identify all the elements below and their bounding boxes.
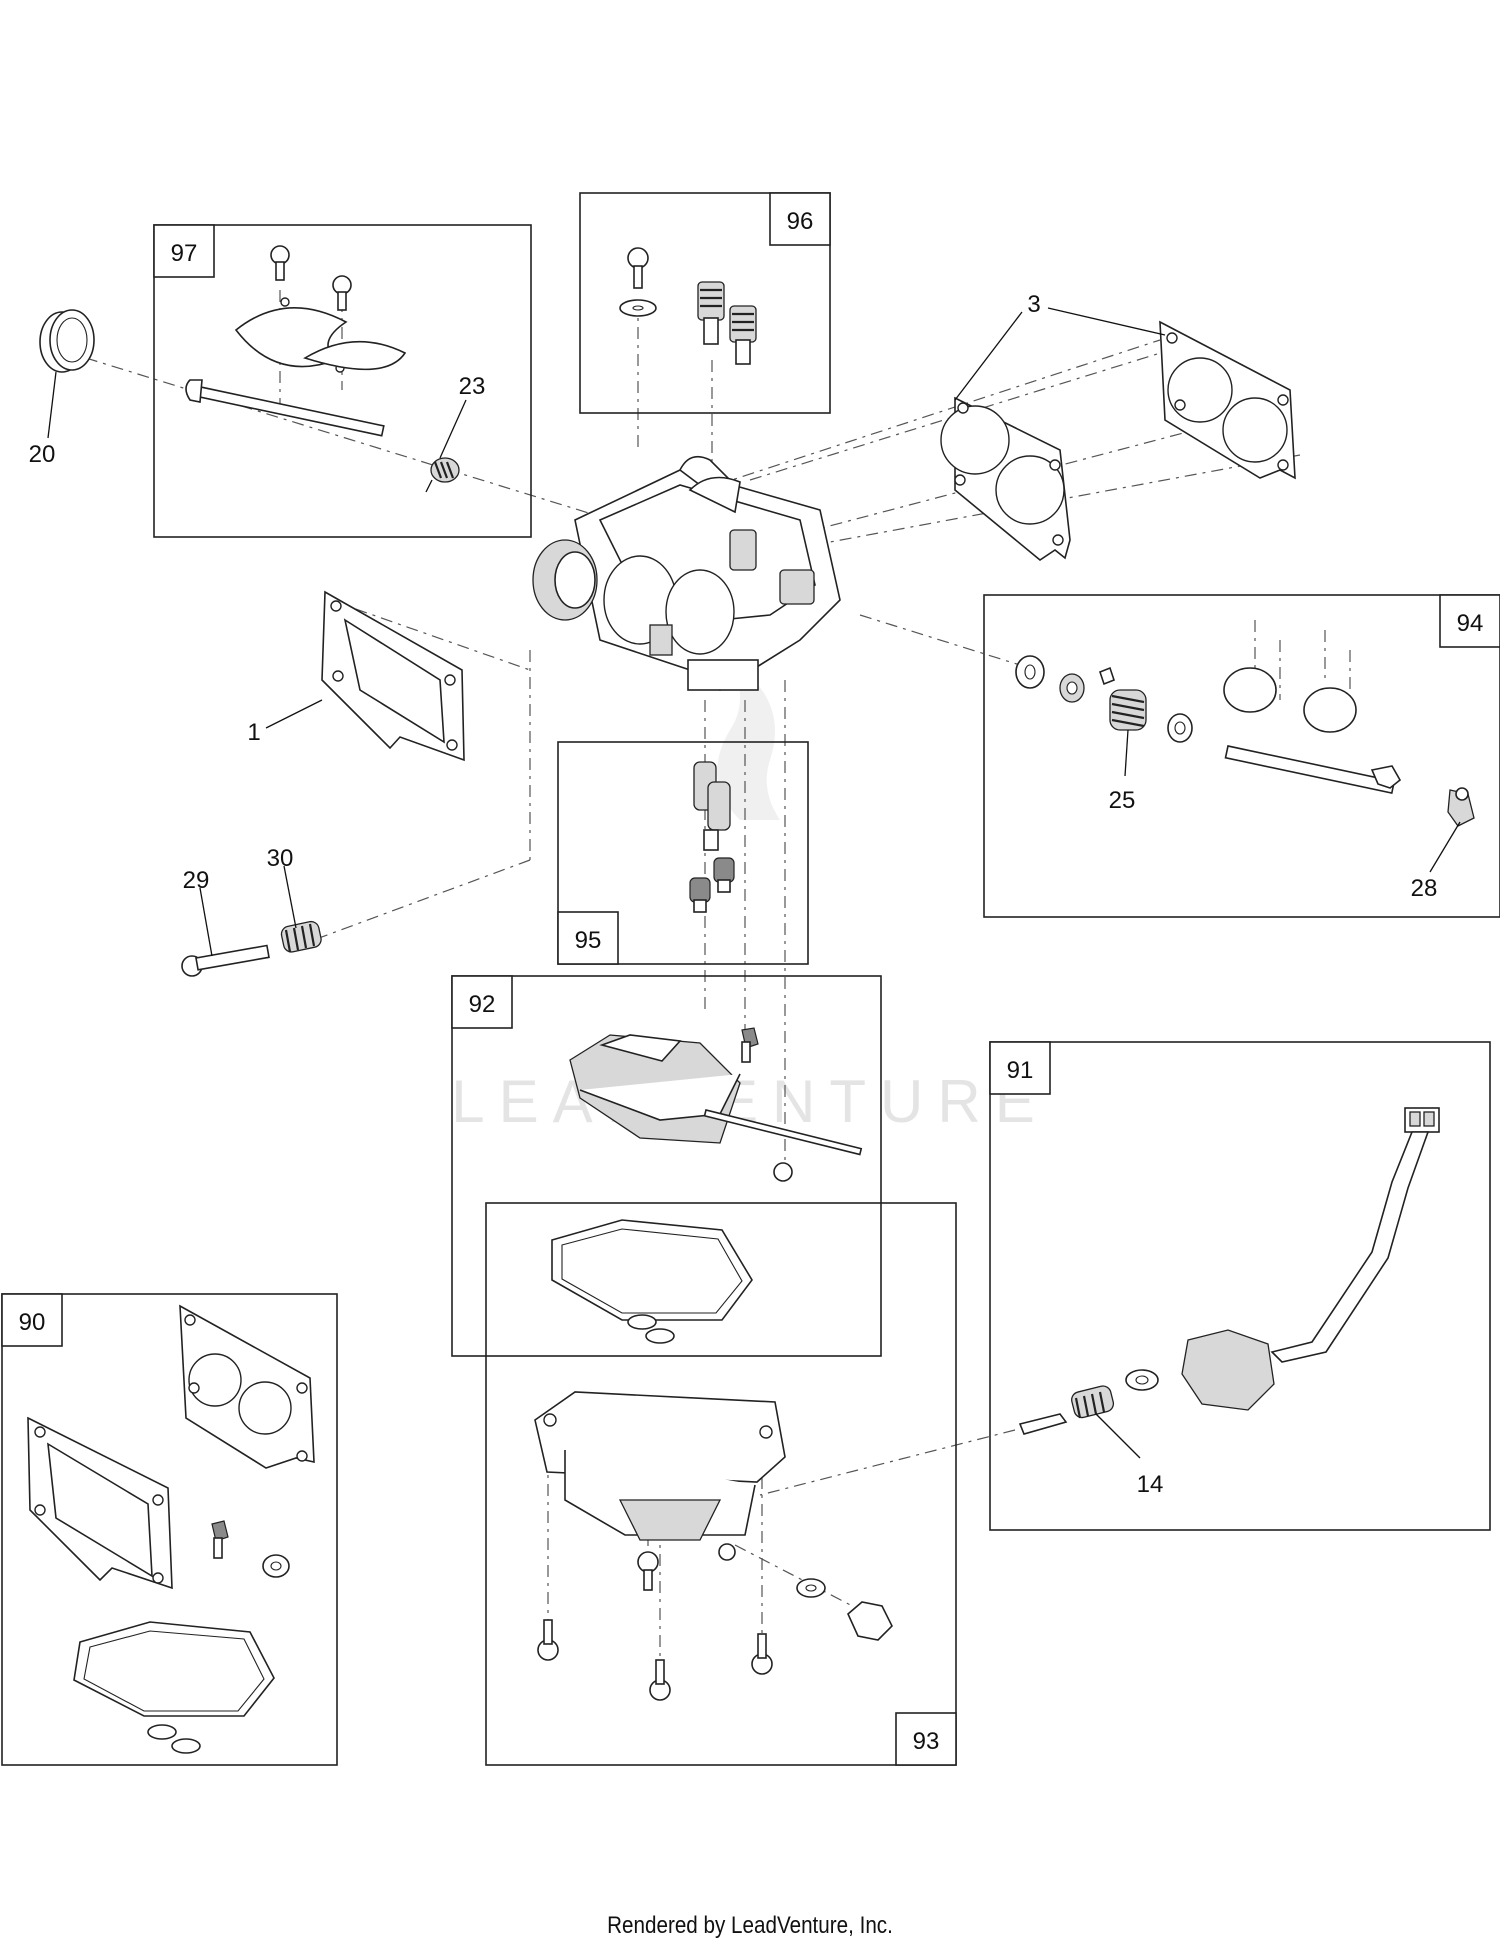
part-30-spring — [280, 920, 322, 953]
callout-1-label: 1 — [247, 719, 260, 746]
kit-92-tag-frame — [451, 975, 513, 1029]
kit-90-tag-frame — [1, 1293, 63, 1347]
kit-90-tag: 90 — [19, 1309, 46, 1336]
jet — [697, 281, 725, 321]
part-3-gaskets — [940, 320, 1296, 561]
part-25-spring — [1109, 689, 1147, 731]
callout-20-label: 20 — [29, 441, 56, 468]
kit-90-frame — [1, 1293, 338, 1766]
callout-30-label: 30 — [267, 845, 294, 872]
kit-97: 97 — [153, 224, 532, 538]
footer-credit: Rendered by LeadVenture, Inc. — [607, 1912, 893, 1939]
callout-20: 20 — [29, 371, 57, 468]
callout-28-label: 28 — [1411, 875, 1438, 902]
callout-28: 28 — [1411, 821, 1461, 902]
gasket-port — [940, 405, 1010, 475]
part-28-clip — [1447, 787, 1475, 827]
part-20-cap — [39, 309, 95, 373]
callout-29-label: 29 — [183, 867, 210, 894]
kit-93: 93 — [485, 1202, 957, 1766]
kit-91-tag: 91 — [1007, 1057, 1034, 1084]
kit-92-frame — [451, 975, 882, 1357]
kit-96: 96 — [579, 192, 831, 414]
kit-94-throttle-parts — [1015, 655, 1475, 827]
kit-92-tag: 92 — [469, 991, 496, 1018]
kit-91: 91 — [989, 1041, 1491, 1531]
kit-95-tag-frame — [557, 911, 619, 965]
kit-94-tag-frame — [1439, 594, 1500, 648]
solenoid-body — [1181, 1329, 1275, 1411]
callout-3: 3 — [954, 291, 1166, 401]
callout-23-label: 23 — [459, 373, 486, 400]
kit-93-tag-frame — [895, 1712, 957, 1766]
part-1-gasket — [321, 590, 465, 762]
kit-95-tag: 95 — [575, 927, 602, 954]
kit-96-tag: 96 — [787, 208, 814, 235]
wire-harness — [1270, 1131, 1430, 1363]
kit-97-tag: 97 — [171, 240, 198, 267]
callout-3-label: 3 — [1027, 291, 1040, 318]
callout-14: 14 — [1095, 1413, 1164, 1498]
callout-1: 1 — [247, 699, 323, 746]
kit-96-jet-parts — [619, 247, 757, 365]
kit-95: 95 — [557, 741, 809, 965]
float-pin — [703, 1109, 863, 1156]
kit-91-tag-frame — [989, 1041, 1051, 1095]
part-29-screw — [181, 944, 270, 977]
callout-30: 30 — [267, 845, 297, 929]
kit-96-frame — [579, 192, 831, 414]
choke-shaft — [192, 385, 385, 437]
kit-91-solenoid-parts — [1018, 1107, 1440, 1435]
kit-96-tag-frame — [769, 192, 831, 246]
callout-23: 23 — [439, 373, 486, 459]
part-14-spring — [1071, 1385, 1115, 1419]
part-23-spring — [425, 457, 460, 493]
kit-90-gasket-set — [27, 1304, 315, 1754]
watermark: LEADVENTURE — [451, 660, 1035, 1135]
kit-97-choke-parts — [185, 245, 460, 493]
callout-25: 25 — [1109, 729, 1136, 814]
kit-92-float-parts — [551, 1027, 863, 1344]
kit-94: 94 — [983, 594, 1500, 918]
kit-97-frame — [153, 224, 532, 538]
kit-94-tag: 94 — [1457, 610, 1484, 637]
kit-97-tag-frame — [153, 224, 215, 278]
kit-90: 90 — [1, 1293, 338, 1766]
needle-plunger — [1018, 1413, 1068, 1435]
kit-91-frame — [989, 1041, 1491, 1531]
kit-95-jet-parts — [689, 761, 735, 913]
callout-25-label: 25 — [1109, 787, 1136, 814]
carburetor-body — [532, 455, 841, 691]
kit-93-tag: 93 — [913, 1728, 940, 1755]
kit-95-frame — [557, 741, 809, 965]
callout-14-label: 14 — [1137, 1471, 1164, 1498]
callout-29: 29 — [183, 867, 213, 957]
kit-93-bowl-parts — [534, 1391, 893, 1701]
kit-93-frame — [485, 1202, 957, 1766]
kit-94-frame — [983, 594, 1500, 918]
throttle-shaft — [1224, 745, 1396, 795]
kit-92: 92 — [451, 975, 882, 1357]
